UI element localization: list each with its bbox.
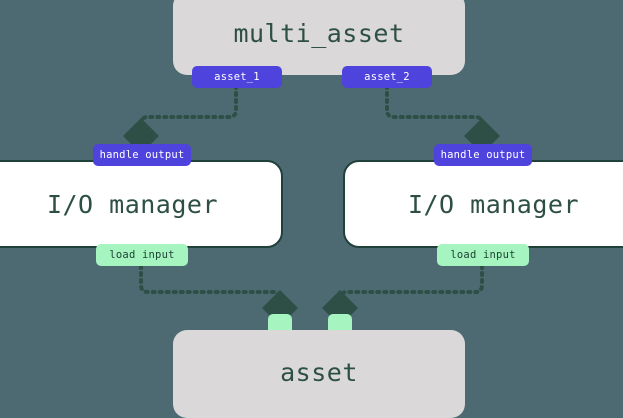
output-handle-asset-2[interactable]: asset_2 <box>342 66 432 88</box>
output-handle-asset-1[interactable]: asset_1 <box>192 66 282 88</box>
output-handle-load-input-right[interactable]: load input <box>437 244 529 266</box>
node-io-manager-left[interactable]: I/O manager <box>0 160 283 248</box>
output-handle-load-input-left[interactable]: load input <box>96 244 188 266</box>
input-handle-handle-output-left[interactable]: handle output <box>93 144 191 166</box>
input-handle-handle-output-right-label: handle output <box>440 149 526 161</box>
input-handle-handle-output-right[interactable]: handle output <box>434 144 532 166</box>
output-handle-asset-2-label: asset_2 <box>364 71 410 83</box>
node-asset[interactable]: asset <box>173 330 465 418</box>
node-io-manager-right[interactable]: I/O manager <box>343 160 623 248</box>
edge-right-iom-to-asset <box>322 264 484 326</box>
edge-asset1-to-left-iom <box>123 84 238 154</box>
node-io-manager-left-title: I/O manager <box>46 189 219 219</box>
output-handle-asset-1-label: asset_1 <box>214 71 260 83</box>
edge-asset2-to-right-iom <box>385 84 500 154</box>
node-io-manager-right-title: I/O manager <box>407 189 580 219</box>
edge-left-iom-to-asset <box>139 264 298 326</box>
output-handle-load-input-right-label: load input <box>450 249 516 261</box>
node-multi-asset[interactable]: multi_asset <box>173 0 465 75</box>
input-handle-handle-output-left-label: handle output <box>99 149 185 161</box>
node-asset-title: asset <box>280 357 358 387</box>
output-handle-load-input-left-label: load input <box>109 249 175 261</box>
node-multi-asset-title: multi_asset <box>233 19 405 48</box>
